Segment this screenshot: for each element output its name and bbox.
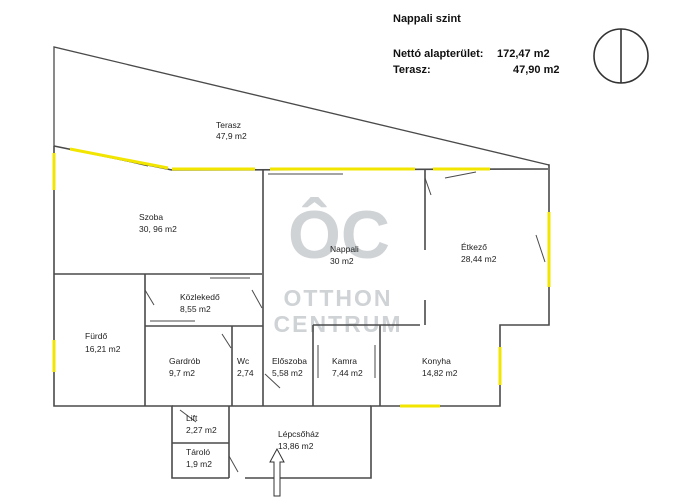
room-lift: Lift 2,27 m2 <box>186 413 217 435</box>
svg-text:8,55 m2: 8,55 m2 <box>180 304 211 314</box>
svg-text:28,44 m2: 28,44 m2 <box>461 254 497 264</box>
room-szoba: Szoba 30, 96 m2 <box>139 212 177 234</box>
svg-text:9,7 m2: 9,7 m2 <box>169 368 195 378</box>
svg-text:Nappali: Nappali <box>330 244 359 254</box>
entrance-arrow-icon <box>269 447 285 497</box>
svg-text:Étkező: Étkező <box>461 242 487 252</box>
room-konyha: Konyha 14,82 m2 <box>422 356 458 378</box>
svg-text:Tároló: Tároló <box>186 447 210 457</box>
terrace-value: 47,90 m2 <box>513 64 560 76</box>
svg-text:Lépcsőház: Lépcsőház <box>278 429 319 439</box>
watermark-mark: ÔC <box>288 196 390 273</box>
door-swings <box>144 171 546 473</box>
svg-text:Közlekedő: Közlekedő <box>180 292 220 302</box>
room-eloszoba: Előszoba 5,58 m2 <box>272 356 307 378</box>
room-kozlekedo: Közlekedő 8,55 m2 <box>180 292 220 314</box>
svg-text:Előszoba: Előszoba <box>272 356 307 366</box>
watermark-line2: CENTRUM <box>274 311 403 337</box>
room-tarolo: Tároló 1,9 m2 <box>186 447 212 469</box>
svg-text:Fürdő: Fürdő <box>85 331 107 341</box>
watermark-logo: ÔC OTTHON CENTRUM <box>274 196 403 337</box>
room-lepcsohaz: Lépcsőház 13,86 m2 <box>278 429 319 451</box>
svg-text:7,44 m2: 7,44 m2 <box>332 368 363 378</box>
windows <box>52 147 551 408</box>
room-wc: Wc 2,74 <box>237 356 254 378</box>
terrace-label: Terasz: <box>393 64 431 76</box>
svg-text:13,86 m2: 13,86 m2 <box>278 441 314 451</box>
room-gardrob: Gardrób 9,7 m2 <box>169 356 200 378</box>
net-area-value: 172,47 m2 <box>497 48 550 60</box>
svg-text:Gardrób: Gardrób <box>169 356 200 366</box>
net-area-label: Nettó alapterület: <box>393 48 484 60</box>
svg-text:Wc: Wc <box>237 356 250 366</box>
svg-text:1,9 m2: 1,9 m2 <box>186 459 212 469</box>
svg-text:Kamra: Kamra <box>332 356 357 366</box>
svg-text:30, 96 m2: 30, 96 m2 <box>139 224 177 234</box>
svg-text:2,74: 2,74 <box>237 368 254 378</box>
svg-text:2,27 m2: 2,27 m2 <box>186 425 217 435</box>
svg-text:47,9 m2: 47,9 m2 <box>216 131 247 141</box>
svg-text:Konyha: Konyha <box>422 356 451 366</box>
terrace-outline <box>53 46 550 166</box>
svg-text:16,21 m2: 16,21 m2 <box>85 344 121 354</box>
room-nappali: Nappali 30 m2 <box>330 244 359 266</box>
svg-text:Terasz: Terasz <box>216 120 241 130</box>
level-title: Nappali szint <box>393 13 461 25</box>
room-furdo: Fürdő 16,21 m2 <box>85 331 121 354</box>
compass-north-icon <box>593 28 649 84</box>
room-etkezo: Étkező 28,44 m2 <box>461 242 497 264</box>
svg-text:Lift: Lift <box>186 413 198 423</box>
watermark-line1: OTTHON <box>283 285 392 311</box>
room-kamra: Kamra 7,44 m2 <box>332 356 363 378</box>
svg-text:14,82 m2: 14,82 m2 <box>422 368 458 378</box>
svg-text:5,58 m2: 5,58 m2 <box>272 368 303 378</box>
svg-text:Szoba: Szoba <box>139 212 163 222</box>
svg-text:30 m2: 30 m2 <box>330 256 354 266</box>
